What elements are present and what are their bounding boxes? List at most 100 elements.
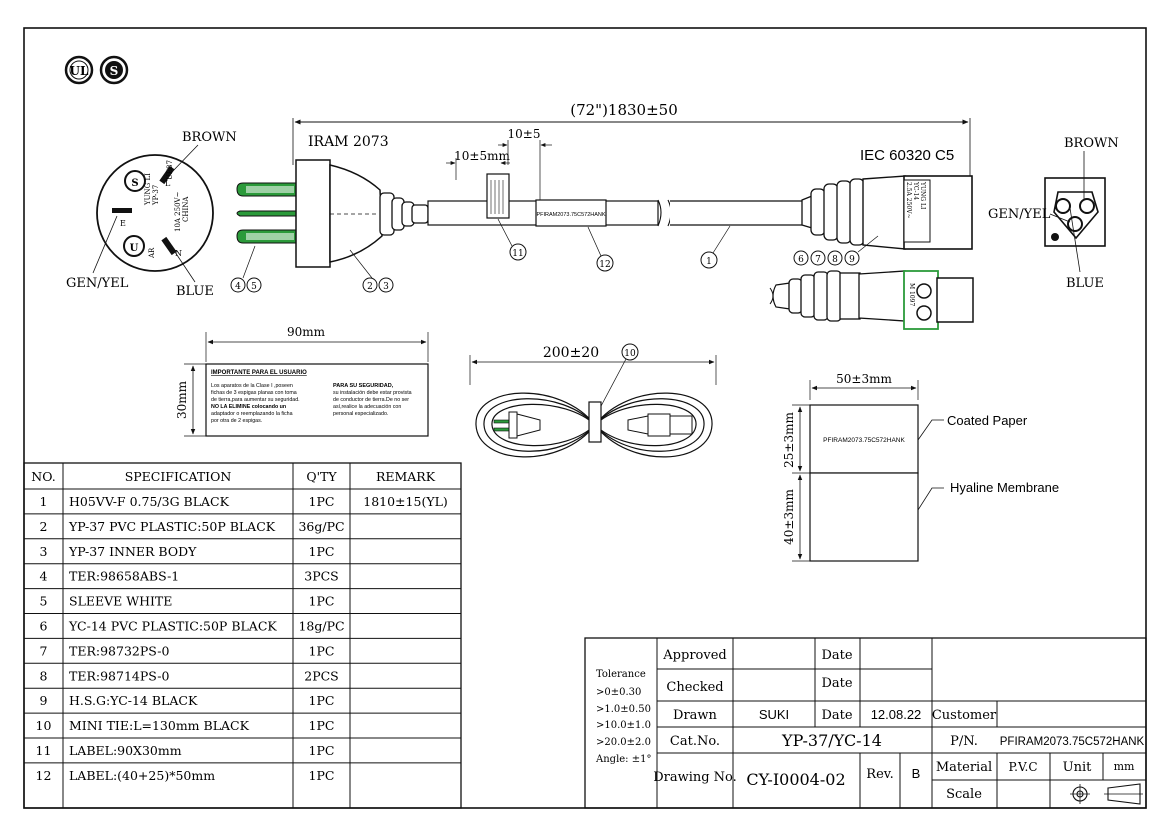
cat-no-label: Cat.No. (670, 734, 720, 749)
callout-7: 7 (810, 250, 826, 266)
s-mark-text: S (110, 64, 119, 78)
table-cell-r5-c2: 1PC (309, 594, 335, 609)
svg-text:3: 3 (383, 282, 389, 292)
pn-label: P/N. (950, 734, 978, 749)
drawn-by-value: SUKI (759, 707, 789, 722)
svg-text:12: 12 (599, 260, 610, 270)
svg-text:así,realice la adecuación con: así,realice la adecuación con (333, 404, 401, 410)
svg-text:fichas de 3 espigas planas con: fichas de 3 espigas planas con toma (211, 390, 297, 396)
table-cell-r4-c0: 4 (40, 569, 48, 584)
table-cell-r9-c1: H.S.G:YC-14 BLACK (69, 693, 198, 708)
drawn-date-value: 12.08.22 (871, 707, 922, 722)
table-cell-r2-c1: YP-37 PVC PLASTIC:50P BLACK (68, 519, 276, 534)
plug-side-view (236, 159, 429, 268)
table-cell-r12-c1: LABEL:(40+25)*50mm (69, 768, 215, 783)
callout-1: 1 (700, 251, 718, 269)
flag-lower-height-text: 40±3mm (782, 489, 796, 545)
svg-text:9: 9 (849, 255, 855, 265)
table-cell-r3-c1: YP-37 INNER BODY (68, 544, 197, 559)
projection-symbol-icon (1070, 783, 1143, 805)
connector-top-view: M 1097 (769, 270, 974, 330)
svg-text:>10.0±1.0: >10.0±1.0 (596, 720, 651, 731)
flag-label-view: 50±3mm PFIRAM2073.75C572HANK 25±3mm 40±3… (782, 372, 1059, 562)
table-cell-r6-c0: 6 (40, 619, 48, 634)
plug-l-text: L (165, 179, 171, 188)
material-label: Material (936, 760, 992, 775)
callout-8: 8 (827, 250, 843, 266)
callout-5: 5 (246, 277, 262, 293)
svg-text:de tierra,para aumentar su seg: de tierra,para aumentar su seguridad. (211, 397, 300, 403)
table-cell-r10-c1: MINI TIE:L=130mm BLACK (69, 718, 250, 733)
table-cell-r4-c1: TER:98658ABS-1 (69, 569, 179, 584)
svg-text:PARA SU SEGURIDAD,: PARA SU SEGURIDAD, (333, 383, 394, 389)
table-cell-r2-c2: 36g/PC (298, 519, 344, 534)
table-cell-r10-c0: 10 (36, 718, 52, 733)
connector-side-view: YUNG LI YC-14 2.5A 250V~ (801, 175, 973, 250)
title-block: Tolerance >0±0.30 >1.0±0.50 >10.0±1.0 >2… (584, 637, 1147, 809)
coil-length-text: 200±20 (543, 345, 599, 361)
table-cell-r11-c2: 1PC (309, 743, 335, 758)
svg-text:Angle: ±1°: Angle: ±1° (595, 754, 651, 765)
table-cell-r2-c0: 2 (40, 519, 48, 534)
table-cell-r11-c1: LABEL:90X30mm (69, 743, 182, 758)
checked-date-label: Date (821, 676, 852, 691)
plug-rating-text: 10A 250V~ (174, 191, 182, 232)
table-header-3: REMARK (376, 469, 436, 484)
pn-value: PFIRAM2073.75C572HANK (1000, 736, 1145, 748)
svg-text:>0±0.30: >0±0.30 (596, 687, 641, 698)
overall-length-dimension: (72")1830±50 (292, 101, 971, 180)
svg-text:>20.0±2.0: >20.0±2.0 (596, 737, 651, 748)
drawn-date-label: Date (821, 708, 852, 723)
svg-text:2: 2 (367, 282, 373, 292)
label-offset-dimensions: 10±5 10±5mm (446, 127, 552, 200)
s-mark-icon: S (99, 55, 129, 85)
callout-12: 12 (596, 254, 614, 272)
ul-mark-text: UL (70, 64, 89, 78)
plug-standard-text: IRAM 2073 (308, 134, 389, 150)
connector-standard-text: IEC 60320 C5 (860, 147, 954, 164)
plug-ar-text: AR (148, 247, 156, 259)
table-cell-r9-c0: 9 (40, 693, 48, 708)
drawing-no-value: CY-I0004-02 (746, 770, 845, 789)
table-cell-r1-c3: 1810±15(YL) (363, 494, 448, 509)
table-cell-r6-c1: YC-14 PVC PLASTIC:50P BLACK (68, 619, 277, 634)
overall-length-text: (72")1830±50 (570, 101, 678, 119)
flag-width-text: 50±3mm (836, 372, 892, 386)
svg-text:>1.0±0.50: >1.0±0.50 (596, 704, 651, 715)
table-cell-r8-c0: 8 (40, 668, 48, 683)
svg-text:S: S (131, 178, 138, 189)
checked-label: Checked (666, 680, 723, 695)
callout-bubbles: 4 5 2 3 11 12 1 6 7 8 9 10 (230, 218, 879, 409)
coated-paper-text: Coated Paper (947, 413, 1028, 428)
svg-text:1: 1 (706, 257, 712, 267)
svg-text:adaptador o reemplazando la fi: adaptador o reemplazando la ficha (211, 411, 293, 417)
svg-text:de conductor de tierra.De no s: de conductor de tierra.De no ser (333, 397, 409, 403)
connector-line1-text: YUNG LI (919, 181, 926, 210)
scale-label: Scale (946, 787, 982, 802)
table-header-1: SPECIFICATION (125, 469, 232, 484)
table-cell-r6-c2: 18g/PC (298, 619, 344, 634)
table-cell-r5-c0: 5 (40, 594, 48, 609)
callout-10: 10 (621, 343, 639, 361)
connector-line3-text: 2.5A 250V~ (905, 182, 912, 219)
table-cell-r3-c0: 3 (40, 544, 48, 559)
table-cell-r12-c2: 1PC (309, 768, 335, 783)
callout-11: 11 (509, 243, 527, 261)
table-header-2: Q'TY (306, 469, 337, 484)
table-cell-r1-c1: H05VV-F 0.75/3G BLACK (69, 494, 230, 509)
svg-text:7: 7 (815, 255, 821, 265)
table-cell-r8-c2: 2PCS (304, 668, 339, 683)
table-cell-r1-c0: 1 (40, 494, 48, 509)
svg-text:su instalación debe estar prov: su instalación debe estar provista (333, 390, 412, 396)
table-cell-r3-c2: 1PC (309, 544, 335, 559)
connector2-text: M 1097 (908, 283, 915, 307)
connector-face-view (1044, 177, 1106, 247)
cord-label-text: PFIRAM2073.75C572HANK (536, 212, 605, 218)
wire-label-genyel-left: GEN/YEL (66, 276, 129, 291)
user-label-height-text: 30mm (175, 380, 189, 419)
callout-3: 3 (378, 277, 394, 293)
dim-a-text: 10±5 (508, 127, 541, 141)
plug-model-text: YP-37 (152, 185, 160, 206)
